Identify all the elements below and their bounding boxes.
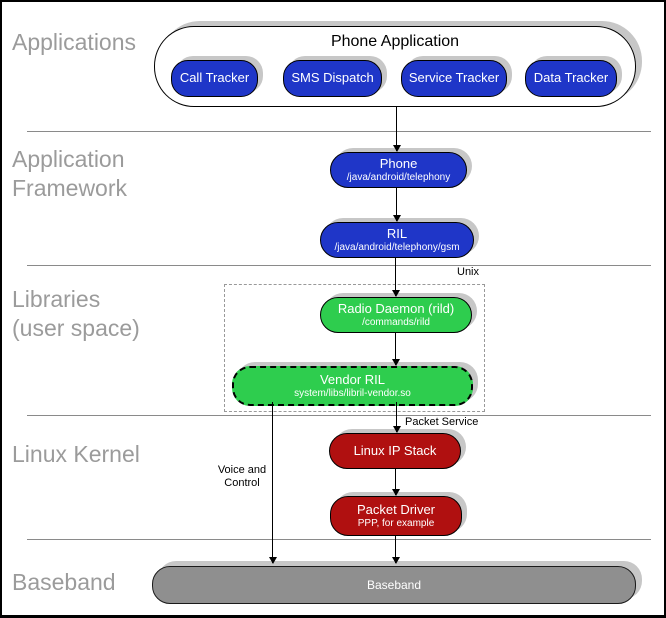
arrow-phoneapp-to-phone bbox=[392, 106, 401, 152]
voice-control-edge-label-line2: Control bbox=[224, 477, 260, 489]
arrowhead-icon bbox=[392, 145, 401, 152]
node-ril: RIL /java/android/telephony/gsm bbox=[320, 222, 474, 258]
node-radio-daemon: Radio Daemon (rild) /commands/rild bbox=[320, 297, 472, 333]
divider-libraries-kernel bbox=[27, 415, 651, 416]
node-phone-title: Phone bbox=[379, 155, 418, 171]
phone-application-title: Phone Application bbox=[330, 33, 460, 50]
divider-framework-libraries bbox=[27, 265, 651, 266]
node-baseband-bar-label: Baseband bbox=[366, 578, 422, 592]
node-service-tracker-label: Service Tracker bbox=[408, 70, 500, 86]
arrow-radio-daemon-to-vendor-ril bbox=[391, 332, 400, 366]
node-packet-driver: Packet Driver PPP, for example bbox=[330, 496, 462, 536]
unix-boundary-box bbox=[224, 284, 485, 412]
arrowhead-icon bbox=[268, 557, 277, 564]
node-data-tracker-label: Data Tracker bbox=[533, 70, 609, 86]
section-label-libraries: Libraries (user space) bbox=[12, 285, 140, 343]
section-label-application-framework-line1: Application bbox=[12, 146, 125, 172]
phone-application-container: Phone Application Call Tracker SMS Dispa… bbox=[154, 26, 636, 107]
node-ril-title: RIL bbox=[386, 225, 408, 241]
section-label-application-framework-line2: Framework bbox=[12, 175, 128, 201]
arrowhead-icon bbox=[391, 290, 400, 297]
section-label-linux-kernel: Linux Kernel bbox=[12, 441, 140, 467]
arrowhead-icon bbox=[392, 215, 401, 222]
node-vendor-ril-path: system/libs/libril-vendor.so bbox=[294, 387, 411, 399]
node-vendor-ril: Vendor RIL system/libs/libril-vendor.so bbox=[232, 366, 473, 406]
divider-kernel-baseband bbox=[27, 539, 651, 540]
node-service-tracker: Service Tracker bbox=[401, 60, 507, 97]
arrow-vendor-ril-to-ip-stack bbox=[392, 402, 401, 433]
node-call-tracker: Call Tracker bbox=[171, 60, 258, 97]
section-label-libraries-line1: Libraries bbox=[12, 286, 101, 312]
arrowhead-icon bbox=[392, 426, 401, 433]
arrow-packet-driver-to-baseband bbox=[391, 535, 400, 564]
arrow-phone-to-ril bbox=[392, 187, 401, 222]
node-phone-path: /java/android/telephony bbox=[346, 171, 451, 183]
node-linux-ip-stack: Linux IP Stack bbox=[329, 433, 461, 469]
arrowhead-icon bbox=[391, 557, 400, 564]
voice-control-edge-label-line1: Voice and bbox=[217, 464, 267, 476]
node-data-tracker: Data Tracker bbox=[525, 60, 617, 97]
node-radio-daemon-path: /commands/rild bbox=[362, 316, 430, 328]
node-packet-driver-sub: PPP, for example bbox=[357, 517, 435, 529]
arrow-ril-to-radio-daemon bbox=[391, 257, 400, 297]
arrowhead-icon bbox=[391, 359, 400, 366]
arrowhead-icon bbox=[391, 489, 400, 496]
unix-boundary-label: Unix bbox=[457, 266, 480, 278]
packet-service-edge-label: Packet Service bbox=[405, 416, 479, 428]
section-label-baseband: Baseband bbox=[12, 569, 116, 595]
node-phone: Phone /java/android/telephony bbox=[330, 152, 467, 188]
node-call-tracker-label: Call Tracker bbox=[179, 70, 250, 86]
node-packet-driver-title: Packet Driver bbox=[356, 501, 436, 517]
divider-applications-framework bbox=[27, 131, 651, 132]
node-radio-daemon-title: Radio Daemon (rild) bbox=[337, 300, 455, 316]
node-sms-dispatch: SMS Dispatch bbox=[283, 60, 382, 97]
node-ril-path: /java/android/telephony/gsm bbox=[334, 241, 460, 253]
section-label-applications: Applications bbox=[12, 29, 137, 55]
arrow-ip-stack-to-packet-driver bbox=[391, 468, 400, 496]
node-baseband-bar: Baseband bbox=[152, 566, 636, 604]
node-linux-ip-stack-title: Linux IP Stack bbox=[353, 442, 437, 458]
node-vendor-ril-title: Vendor RIL bbox=[319, 371, 386, 387]
node-sms-dispatch-label: SMS Dispatch bbox=[291, 70, 374, 86]
arrow-vendor-ril-to-baseband-voice bbox=[268, 402, 277, 564]
section-label-libraries-line2: (user space) bbox=[12, 315, 140, 341]
